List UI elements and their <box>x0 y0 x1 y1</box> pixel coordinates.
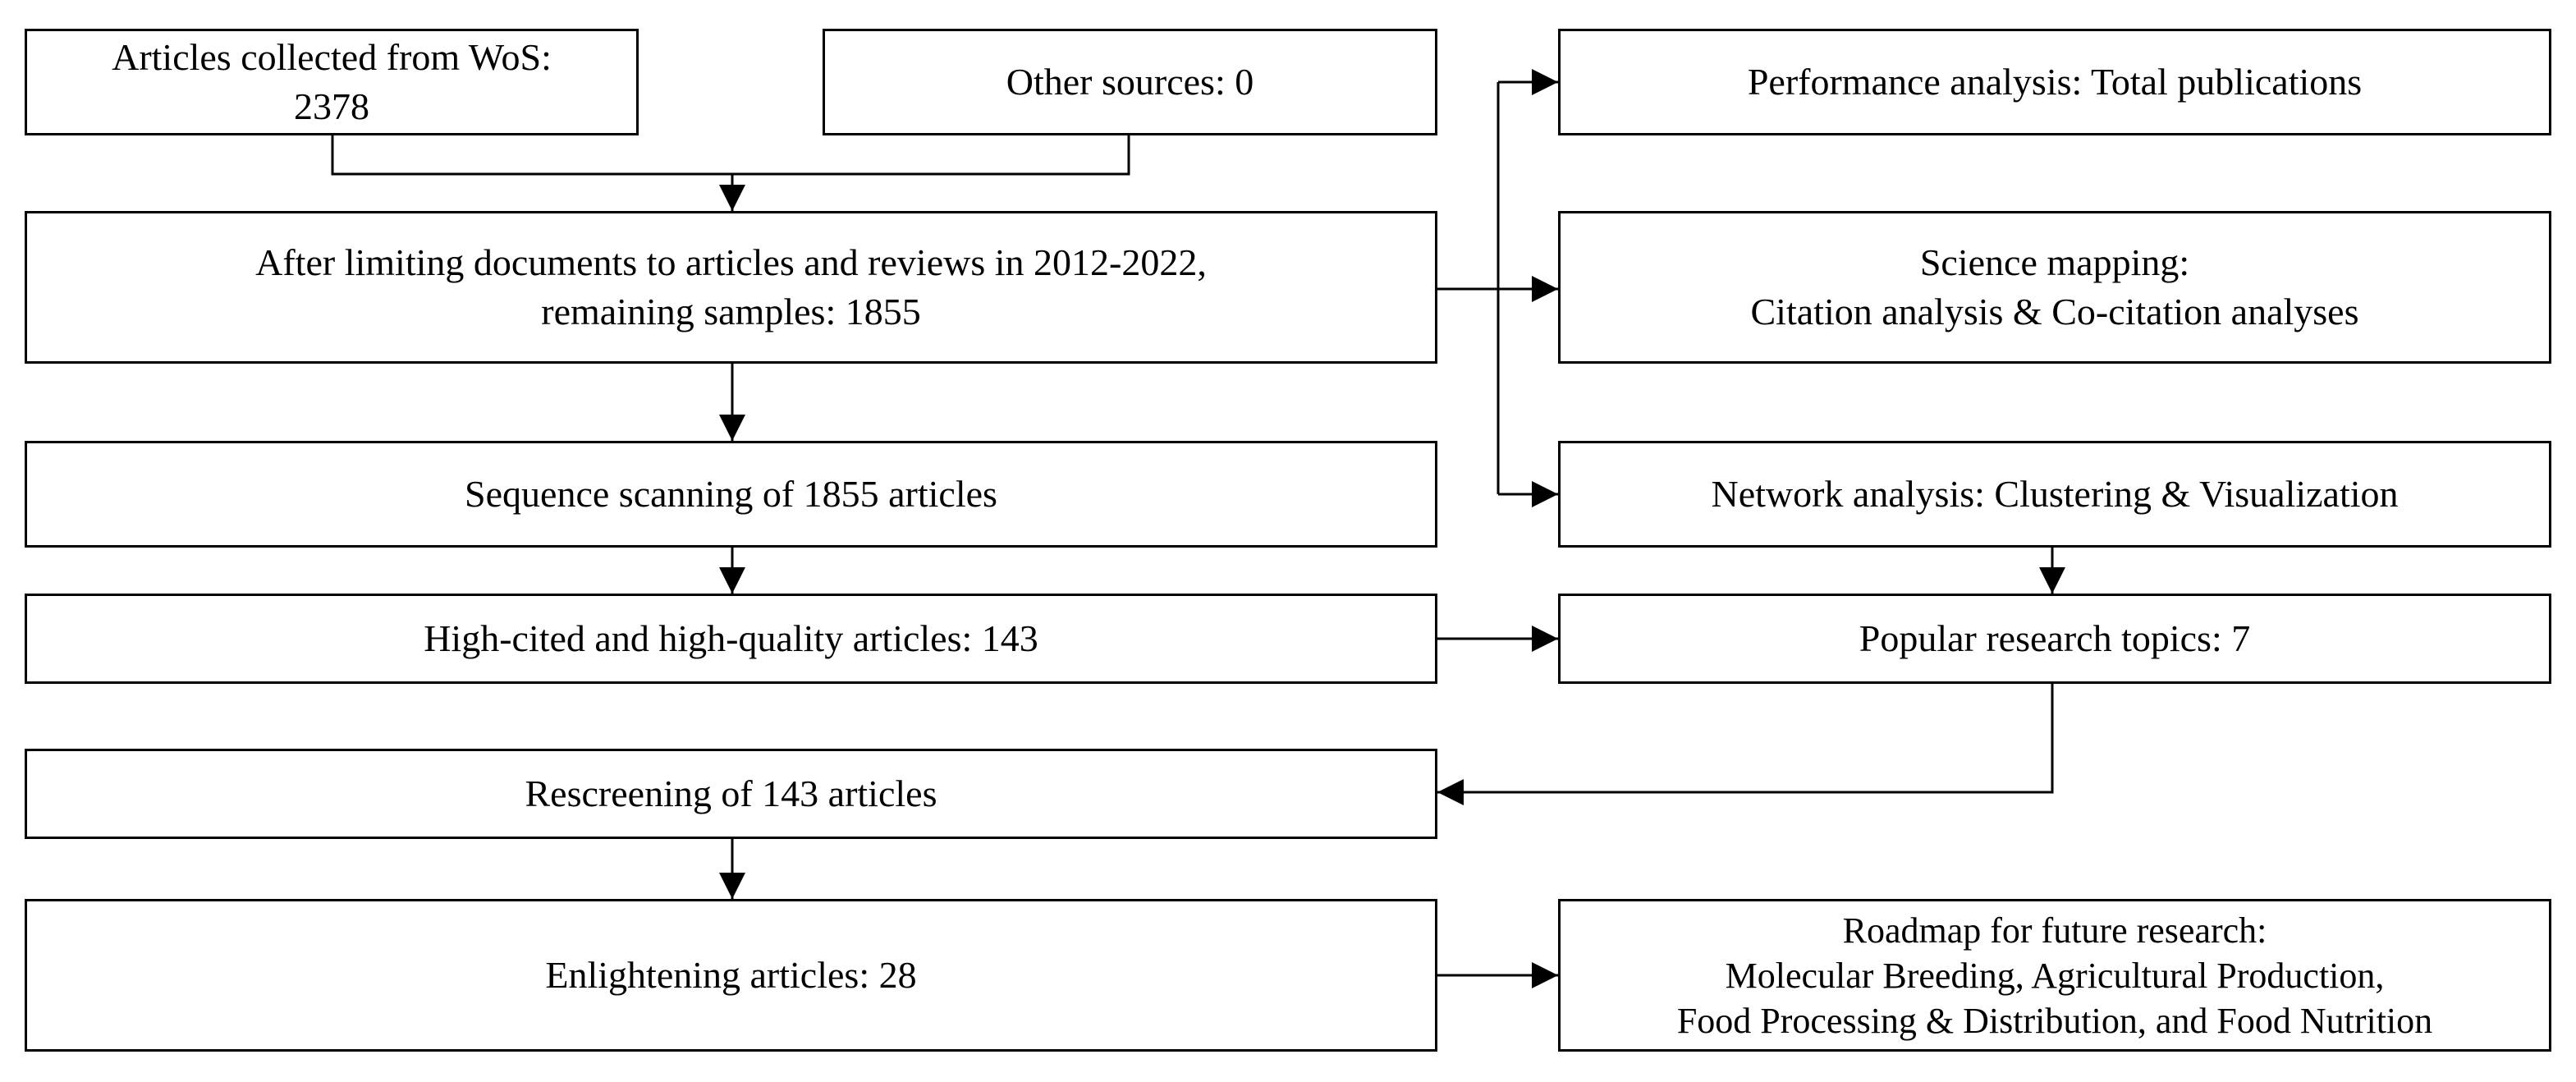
arrowhead-enlight <box>719 873 745 899</box>
arrowhead-science <box>1532 276 1558 302</box>
box-after-limiting: After limiting documents to articles and… <box>25 211 1437 364</box>
box-roadmap-line-3: Food Processing & Distribution, and Food… <box>1676 1000 2433 1041</box>
arrowhead-popular-down <box>2039 567 2065 594</box>
box-high-cited: High-cited and high-quality articles: 14… <box>25 594 1437 684</box>
box-other-sources: Other sources: 0 <box>823 29 1437 135</box>
box-roadmap: Roadmap for future research: Molecular B… <box>1558 899 2551 1052</box>
box-popular-line-1: Popular research topics: 7 <box>1859 617 2251 660</box>
arrowhead-network <box>1532 481 1558 507</box>
connector-popular-to-rescreen <box>1478 684 2054 794</box>
box-enlight-line-1: Enlightening articles: 28 <box>545 954 917 997</box>
arrowhead-roadmap <box>1532 962 1558 988</box>
box-limit-line-1: After limiting documents to articles and… <box>255 241 1207 284</box>
box-roadmap-line-1: Roadmap for future research: <box>1842 910 2267 951</box>
box-popular-topics: Popular research topics: 7 <box>1558 594 2551 684</box>
arrowhead-limit <box>719 185 745 211</box>
box-science-mapping: Science mapping: Citation analysis & Co-… <box>1558 211 2551 364</box>
arrowhead-scan <box>719 415 745 441</box>
box-roadmap-line-2: Molecular Breeding, Agricultural Product… <box>1725 955 2385 996</box>
arrowhead-highcited <box>719 567 745 594</box>
box-limit-line-2: remaining samples: 1855 <box>541 291 921 332</box>
box-scan-line-1: Sequence scanning of 1855 articles <box>465 473 997 516</box>
box-rescreen-line-1: Rescreening of 143 articles <box>525 773 937 815</box>
box-wos-line-2: 2378 <box>294 85 369 127</box>
arrowhead-rescreen <box>1437 779 1464 805</box>
box-rescreening: Rescreening of 143 articles <box>25 749 1437 839</box>
box-other-line-1: Other sources: 0 <box>1006 61 1254 103</box>
box-wos-articles: Articles collected from WoS: 2378 <box>25 29 639 135</box>
box-sequence-scanning: Sequence scanning of 1855 articles <box>25 441 1437 548</box>
box-science-line-1: Science mapping: <box>1919 241 2190 284</box>
box-highcited-line-1: High-cited and high-quality articles: 14… <box>424 617 1038 660</box>
box-perf-line-1: Performance analysis: Total publications <box>1747 61 2363 103</box>
connector-wos-merge <box>331 135 1130 176</box>
box-network-analysis: Network analysis: Clustering & Visualiza… <box>1558 441 2551 548</box>
arrowhead-popular-right <box>1532 626 1558 652</box>
box-wos-line-1: Articles collected from WoS: <box>112 36 552 79</box>
arrowhead-performance <box>1532 69 1558 95</box>
box-science-line-2: Citation analysis & Co-citation analyses <box>1750 291 2359 332</box>
box-enlightening: Enlightening articles: 28 <box>25 899 1437 1052</box>
box-performance-analysis: Performance analysis: Total publications <box>1558 29 2551 135</box>
box-network-line-1: Network analysis: Clustering & Visualiza… <box>1711 473 2399 516</box>
